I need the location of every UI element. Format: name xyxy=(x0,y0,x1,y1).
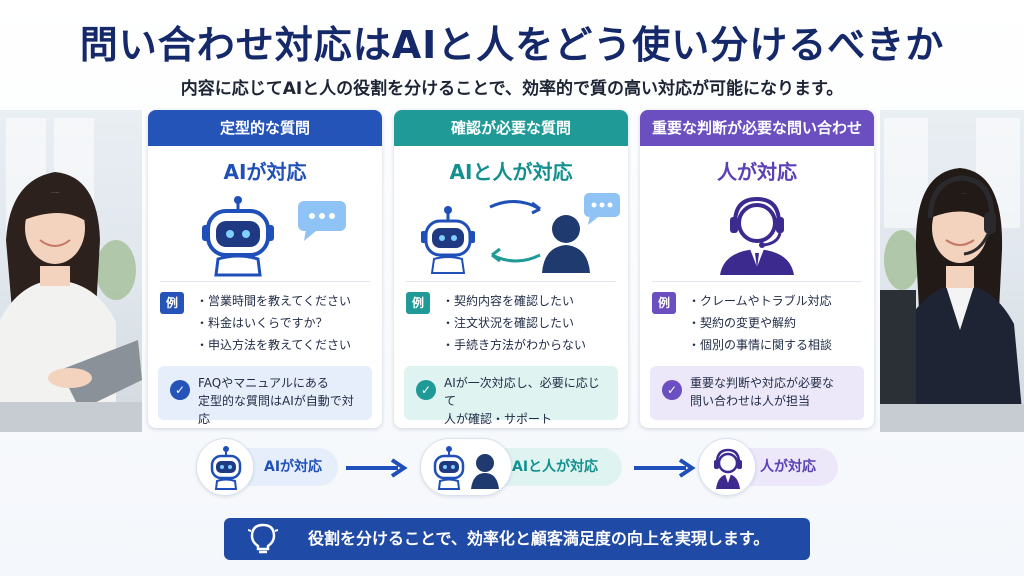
flow-robot-person-circle xyxy=(420,438,512,496)
robot-icon xyxy=(210,446,242,490)
customer-photo xyxy=(0,110,142,432)
note-line: AIが一次対応し、必要に応じて xyxy=(444,376,600,408)
list-item: ・手続き方法がわからない xyxy=(442,338,587,352)
card-header: 定型的な質問 xyxy=(148,110,382,146)
flow-operator-circle xyxy=(698,438,756,496)
list-item: ・料金はいくらですか？ xyxy=(196,316,328,330)
example-tag: 例 xyxy=(160,292,184,314)
operator-headset-icon xyxy=(720,196,794,275)
chat-bubble-icon xyxy=(298,201,346,241)
note-line: FAQやマニュアルにある xyxy=(198,376,329,390)
note-line: 人が確認・サポート xyxy=(444,412,553,426)
list-item: ・個別の事情に関する相談 xyxy=(688,338,833,352)
check-icon: ✓ xyxy=(662,380,682,400)
arrow-right-icon xyxy=(346,458,408,478)
operator-photo xyxy=(880,110,1024,432)
card-header: 重要な判断が必要な問い合わせ xyxy=(640,110,874,146)
card-note: ✓ 重要な判断や対応が必要な 問い合わせは人が担当 xyxy=(650,366,864,420)
flow-robot-circle xyxy=(196,438,254,496)
list-item: ・注文状況を確認したい xyxy=(442,316,575,330)
example-tag: 例 xyxy=(652,292,676,314)
operator-headset-icon xyxy=(714,448,742,489)
banner-text: 役割を分けることで、効率化と顧客満足度の向上を実現します。 xyxy=(308,529,770,548)
list-item: ・契約内容を確認したい xyxy=(442,294,575,308)
robot-person-exchange-icon xyxy=(421,200,590,274)
note-line: 定型的な質問はAIが自動で対応 xyxy=(198,394,354,426)
page-title: 問い合わせ対応はAIと人をどう使い分けるべきか xyxy=(79,23,945,67)
card-responder: AIと人が対応 xyxy=(449,160,573,184)
page-subtitle: 内容に応じてAIと人の役割を分けることで、効率的で質の高い対応が可能になります。 xyxy=(180,79,844,99)
card-responder: 人が対応 xyxy=(717,160,797,184)
example-tag: 例 xyxy=(406,292,430,314)
list-item: ・契約の変更や解約 xyxy=(688,316,797,330)
list-item: ・クレームやトラブル対応 xyxy=(688,294,832,308)
card-note: ✓ AIが一次対応し、必要に応じて 人が確認・サポート xyxy=(404,366,618,426)
chat-bubble-icon xyxy=(584,193,620,225)
list-item: ・営業時間を教えてください xyxy=(196,294,352,308)
check-icon: ✓ xyxy=(170,380,190,400)
operator-person-icon xyxy=(880,168,1024,432)
robot-person-icon xyxy=(433,446,499,490)
list-item: ・申込方法を教えてください xyxy=(196,338,352,352)
check-icon: ✓ xyxy=(416,380,436,400)
note-line: 重要な判断や対応が必要な xyxy=(690,376,835,390)
summary-banner: 役割を分けることで、効率化と顧客満足度の向上を実現します。 xyxy=(224,518,810,560)
card-note: ✓ FAQやマニュアルにある 定型的な質問はAIが自動で対応 xyxy=(158,366,372,426)
card-human: 重要な判断が必要な問い合わせ 人が対応 例 ・クレームやトラブル対応 ・契約の変… xyxy=(640,110,874,428)
card-ai-human: 確認が必要な質問 AIと人が対応 例 xyxy=(394,110,628,428)
customer-person-icon xyxy=(0,172,142,432)
arrow-right-icon xyxy=(634,458,696,478)
card-responder: AIが対応 xyxy=(223,160,307,184)
card-ai: 定型的な質問 AIが対応 例 ・営業時間を教えてください ・料金はいくらですか？ xyxy=(148,110,382,428)
card-header: 確認が必要な質問 xyxy=(394,110,628,146)
lightbulb-icon xyxy=(248,523,278,554)
robot-icon xyxy=(202,196,274,277)
note-line: 問い合わせは人が担当 xyxy=(690,394,811,408)
